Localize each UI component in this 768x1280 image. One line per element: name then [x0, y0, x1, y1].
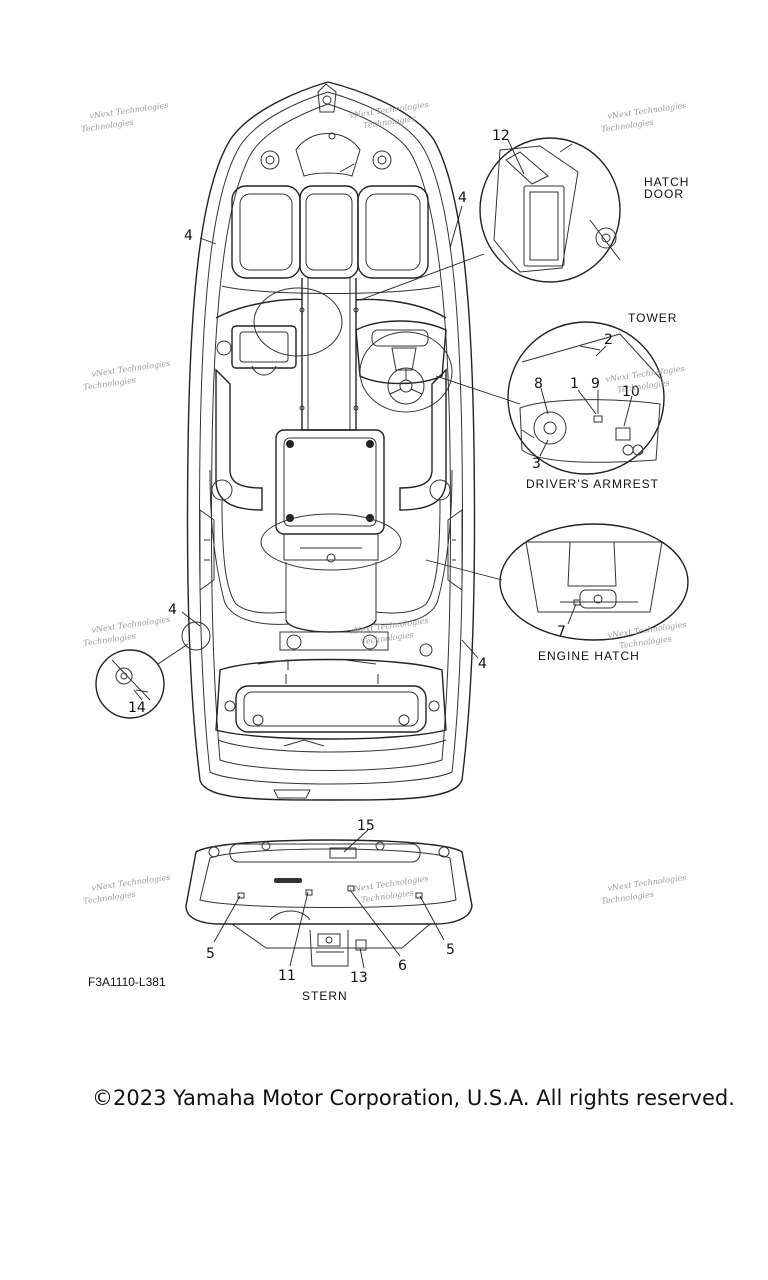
callout-9: 9 — [591, 376, 600, 392]
callout-10: 10 — [622, 384, 640, 400]
caption-tower: TOWER — [628, 311, 677, 325]
figure-code: F3A1110-L381 — [88, 975, 166, 989]
detail-side-fitting — [95, 287, 453, 719]
caption-engine-hatch: ENGINE HATCH — [538, 649, 640, 663]
callout-4-port-stern: 4 — [168, 602, 177, 618]
callout-6: 6 — [398, 958, 407, 974]
callout-15: 15 — [357, 818, 375, 834]
copyright-notice: ©2023 Yamaha Motor Corporation, U.S.A. A… — [92, 1086, 735, 1110]
callout-13: 13 — [350, 970, 368, 986]
caption-stern: STERN — [302, 989, 348, 1003]
callout-11: 11 — [278, 968, 296, 984]
watermark: Technologies — [83, 890, 137, 906]
callout-numbers: 4 4 4 4 12 2 8 1 9 10 3 7 14 15 5 11 6 5… — [128, 128, 640, 986]
stern-view — [185, 839, 473, 967]
callout-12: 12 — [492, 128, 510, 144]
caption-door: DOOR — [644, 187, 684, 201]
watermark: Technologies — [83, 632, 137, 648]
callout-4-port-bow: 4 — [184, 228, 193, 244]
callout-5-port: 5 — [206, 946, 215, 962]
callout-5-starboard: 5 — [446, 942, 455, 958]
callout-4-starboard-bow: 4 — [458, 190, 467, 206]
watermark: Technologies — [83, 376, 137, 392]
callout-1: 1 — [570, 376, 579, 392]
callout-3: 3 — [532, 456, 541, 472]
callout-2: 2 — [604, 332, 613, 348]
callout-7: 7 — [557, 624, 566, 640]
callout-4-starboard-stern: 4 — [478, 656, 487, 672]
detail-engine-hatch — [260, 513, 689, 641]
detail-drivers-armrest — [435, 321, 665, 475]
leader-lines — [133, 139, 633, 969]
boat-hull-top-view — [186, 81, 476, 801]
caption-hatch: HATCH — [644, 175, 689, 189]
section-captions: HATCH DOOR TOWER DRIVER'S ARMREST ENGINE… — [88, 175, 689, 1003]
callout-8: 8 — [534, 376, 543, 392]
callout-14: 14 — [128, 700, 146, 716]
watermark: Technologies — [81, 118, 135, 134]
caption-drivers-armrest: DRIVER'S ARMREST — [526, 477, 659, 491]
detail-hatch-door — [359, 137, 621, 301]
